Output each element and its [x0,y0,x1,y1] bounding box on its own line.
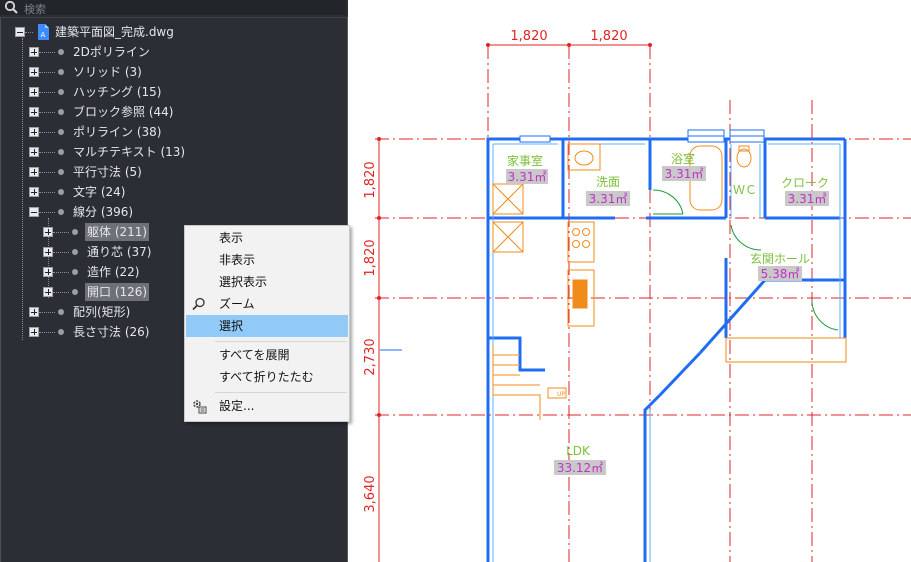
room-name: 家事室 [507,153,543,168]
expand-icon[interactable] [29,307,39,317]
entity-tree: A 建築平面図_完成.dwg 2Dポリライン ソリッド (3) ハッチング (1… [0,17,348,562]
room-area: 33.12㎡ [557,461,603,475]
tree-item-label: 2Dポリライン [73,45,150,59]
room-area: 5.38㎡ [761,267,800,281]
expand-icon[interactable] [29,127,39,137]
tree-child-label: 造作 (22) [87,265,140,279]
expand-icon[interactable] [43,287,53,297]
search-input[interactable]: 検索 [24,3,46,16]
bullet-icon [58,129,64,135]
collapse-icon[interactable] [29,207,39,217]
dimension-lines [377,43,652,562]
dimension-labels: 1,820 1,820 1,820 1,820 2,730 3,640 [363,29,628,513]
tree-connector [48,218,49,298]
tree-item-label: ブロック参照 (44) [73,105,174,119]
bullet-icon [58,49,64,55]
expand-icon[interactable] [29,47,39,57]
menu-item-zoom[interactable]: ズーム [186,293,348,315]
bullet-icon [58,69,64,75]
tree-item-label: ハッチング (15) [73,85,162,99]
collapse-icon[interactable] [15,27,25,37]
menu-item-select[interactable]: 選択 [186,315,348,337]
tree-connector [22,38,23,340]
bullet-icon [58,149,64,155]
menu-item-show[interactable]: 表示 [219,231,244,245]
bullet-icon [58,189,64,195]
tree-item-label: 文字 (24) [73,185,126,199]
menu-item-collapse-all[interactable]: すべて折りたたむ [219,370,314,384]
dim-left-2: 1,820 [363,239,378,276]
room-labels: 家事室 3.31㎡ 洗面 3.31㎡ 浴室 3.31㎡ ＷＣ クローク 3.31… [506,151,829,475]
search-icon [4,0,18,14]
bullet-icon [58,309,64,315]
tree-child-label: 開口 (126) [85,283,150,301]
room-name: 浴室 [671,151,695,166]
tree-item-label: ポリライン (38) [73,125,162,139]
stair-up-label: UP [557,391,565,398]
root-file-label: 建築平面図_完成.dwg [55,25,174,39]
tree-item-label: 配列(矩形) [73,305,131,319]
bullet-icon [72,249,78,255]
expand-icon[interactable] [43,247,53,257]
menu-separator [215,341,347,342]
tree-item-label: 平行寸法 (5) [73,165,142,179]
room-name: LDK [566,444,591,458]
expand-icon[interactable] [29,167,39,177]
dwg-file-icon: A [38,24,49,40]
window-markers [519,129,765,143]
svg-text:A: A [41,31,46,39]
settings-gear-icon [193,400,207,414]
dim-left-3: 2,730 [363,338,378,375]
context-menu: 表示 非表示 選択表示 ズーム 選択 すべてを展開 すべて折りたたむ 設定... [184,225,350,422]
menu-item-settings[interactable]: 設定... [186,395,348,417]
dim-left-1: 1,820 [363,161,378,198]
room-area: 3.31㎡ [665,167,704,181]
cad-drawing-canvas[interactable]: 1,820 1,820 1,820 1,820 2,730 3,640 [348,0,911,562]
room-area: 3.31㎡ [508,170,547,184]
tree-item-label: マルチテキスト (13) [73,145,186,159]
room-name: ＷＣ [733,183,757,197]
room-name: クローク [781,176,829,190]
tree-child-label: 躯体 (211) [85,223,150,241]
bullet-icon [58,169,64,175]
expand-icon[interactable] [29,187,39,197]
bullet-icon [58,329,64,335]
expand-icon[interactable] [29,87,39,97]
tree-child-label: 通り芯 (37) [87,245,152,259]
expand-icon[interactable] [43,227,53,237]
grid-axis-lines [375,45,911,562]
dim-top-2: 1,820 [590,29,627,44]
menu-item-show-selected[interactable]: 選択表示 [219,275,268,289]
room-area: 3.31㎡ [589,192,628,206]
building-walls [486,137,847,562]
wall-inner-lines [492,143,841,562]
expand-icon[interactable] [29,147,39,157]
bullet-icon [58,209,64,215]
search-bar[interactable]: 検索 [0,0,346,16]
expand-icon[interactable] [29,67,39,77]
tree-item-label: 線分 (396) [73,205,134,219]
zoom-icon [192,297,205,311]
expand-icon[interactable] [43,267,53,277]
dim-top-1: 1,820 [510,29,547,44]
bullet-icon [72,289,78,295]
room-name: 洗面 [596,175,620,189]
dim-left-4: 3,640 [363,475,378,512]
menu-item-expand-all[interactable]: すべてを展開 [219,348,290,362]
tree-item-label: ソリッド (3) [73,65,142,79]
menu-separator [215,392,347,393]
bullet-icon [72,269,78,275]
room-area: 3.31㎡ [788,192,827,206]
expand-icon[interactable] [29,107,39,117]
room-name: 玄関ホール [750,251,810,266]
bullet-icon [58,89,64,95]
bullet-icon [58,109,64,115]
expand-icon[interactable] [29,327,39,337]
tree-item-label: 長さ寸法 (26) [73,325,150,339]
bullet-icon [72,229,78,235]
menu-item-hide[interactable]: 非表示 [219,253,256,267]
